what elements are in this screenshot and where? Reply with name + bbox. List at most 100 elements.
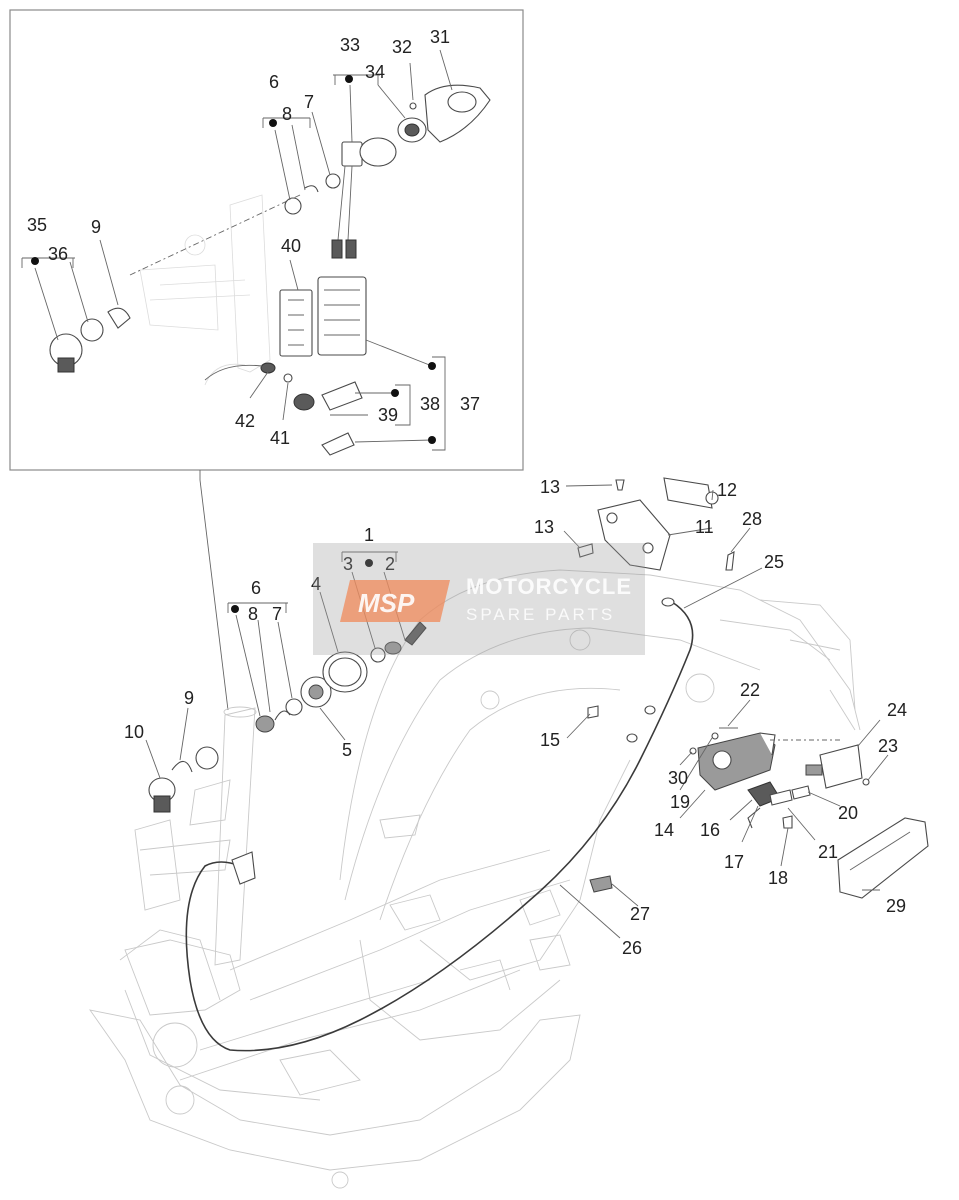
part-9-cap [171, 760, 193, 773]
label-23: 23 [878, 736, 898, 756]
inset-part-33-switch [331, 137, 397, 259]
label-4: 4 [311, 574, 321, 594]
part-18-pin [782, 815, 793, 829]
inset-part-7-ring [325, 173, 341, 189]
label-8: 8 [282, 104, 292, 124]
watermark-logo [340, 580, 450, 622]
label-30: 30 [668, 768, 688, 788]
inset-dots [31, 75, 436, 444]
label-5: 5 [342, 740, 352, 760]
inset-part-7-clip [304, 185, 319, 193]
label-6-main: 6 [251, 578, 261, 598]
label-38: 38 [420, 394, 440, 414]
inset-connector-line [199, 470, 229, 711]
part-21-bolt [791, 785, 811, 800]
label-37: 37 [460, 394, 480, 414]
label-28: 28 [742, 509, 762, 529]
label-32: 32 [392, 37, 412, 57]
label-19: 19 [670, 792, 690, 812]
inset-part-39-key [293, 381, 363, 456]
part-3-barrel [384, 641, 402, 655]
watermark-logo-text: MSP [358, 588, 415, 618]
part-9-ring [195, 746, 219, 770]
main-leader-lines [145, 484, 889, 939]
label-11: 11 [695, 517, 714, 537]
label-26: 26 [622, 938, 642, 958]
label-35: 35 [27, 215, 47, 235]
inset-part-34-lock [397, 117, 427, 143]
part-3-ring [370, 647, 386, 663]
part-10-lamp [148, 777, 176, 813]
inset-part-42-connector [204, 362, 276, 381]
inset-part-35-lamp [49, 333, 83, 373]
label-18: 18 [768, 868, 788, 888]
label-9: 9 [91, 217, 101, 237]
part-26-seat-cable [185, 597, 694, 1052]
label-27: 27 [630, 904, 650, 924]
label-42: 42 [235, 411, 255, 431]
inset-panel-border [9, 9, 524, 471]
label-7: 7 [304, 92, 314, 112]
part-27-clip [589, 875, 613, 893]
inset-leader-lines [21, 49, 453, 451]
inset-part-41-screw [283, 373, 293, 383]
watermark: MSP MOTORCYCLE SPARE PARTS [313, 543, 645, 655]
inset-part-36-oring [80, 318, 104, 342]
inset-labels: 33 32 31 6 8 7 34 35 9 36 40 38 37 39 42… [27, 27, 480, 448]
part-28-pin [725, 551, 735, 571]
part-16-lever [747, 781, 793, 807]
label-40: 40 [281, 236, 301, 256]
watermark-line2: SPARE PARTS [466, 605, 615, 624]
label-10: 10 [124, 722, 144, 742]
label-9-main: 9 [184, 688, 194, 708]
label-13-top: 13 [540, 477, 560, 497]
part-19-washer [711, 732, 719, 740]
label-25: 25 [764, 552, 784, 572]
label-39: 39 [378, 405, 398, 425]
part-15-nut [587, 705, 599, 719]
label-13: 13 [534, 517, 554, 537]
label-29: 29 [886, 896, 906, 916]
part-4-bezel [322, 651, 368, 693]
label-3: 3 [343, 554, 353, 574]
label-6: 6 [269, 72, 279, 92]
label-22: 22 [740, 680, 760, 700]
inset-part-32-screw [409, 102, 417, 110]
part-12-latch [663, 477, 719, 509]
part-29-handle [837, 817, 929, 899]
label-8-main: 8 [248, 604, 258, 624]
part-13-screw-top [615, 479, 625, 491]
part-23-screw [862, 778, 870, 786]
main-frame-sketch [88, 569, 861, 1189]
part-11-bracket [597, 499, 671, 571]
inset-part-8-nut [284, 197, 302, 215]
label-7-main: 7 [272, 604, 282, 624]
label-31: 31 [430, 27, 450, 47]
part-2-key [404, 621, 427, 646]
label-33: 33 [340, 35, 360, 55]
label-36: 36 [48, 244, 68, 264]
part-7-ring [285, 698, 303, 716]
part-24-actuator [805, 744, 863, 789]
label-41: 41 [270, 428, 290, 448]
label-2: 2 [385, 554, 395, 574]
label-14: 14 [654, 820, 674, 840]
inset-part-9-cap [107, 307, 131, 329]
label-1: 1 [364, 525, 374, 545]
label-20: 20 [838, 803, 858, 823]
label-16: 16 [700, 820, 720, 840]
watermark-line1: MOTORCYCLE [466, 574, 632, 599]
part-8-nut [255, 715, 275, 733]
label-21: 21 [818, 842, 838, 862]
main-dots [231, 559, 373, 613]
part-13-screw [577, 543, 594, 558]
inset-part-31-cover [424, 84, 491, 143]
label-15: 15 [540, 730, 560, 750]
label-12: 12 [717, 480, 737, 500]
label-17: 17 [724, 852, 744, 872]
label-24: 24 [887, 700, 907, 720]
inset-part-40-module [279, 276, 367, 357]
inset-frame-sketch [129, 194, 301, 386]
main-labels: 13 12 11 28 13 25 1 3 2 6 8 7 4 9 10 5 2… [124, 477, 907, 958]
